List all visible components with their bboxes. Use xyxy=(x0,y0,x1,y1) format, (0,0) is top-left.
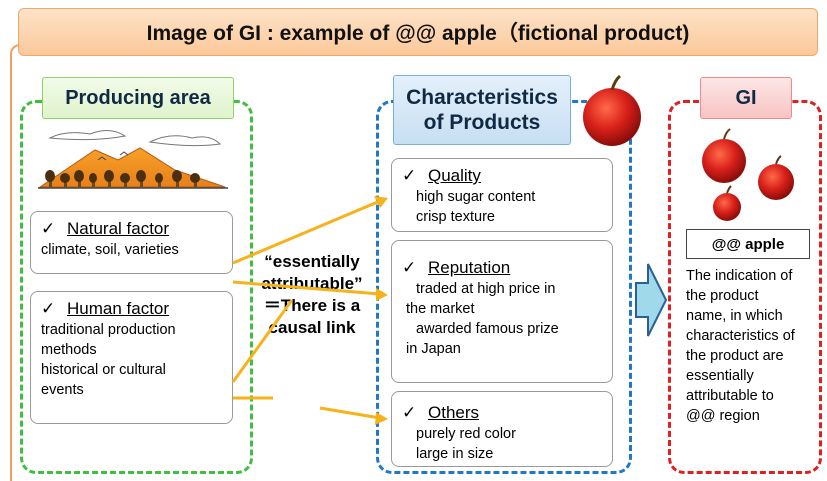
gi-header: GI xyxy=(700,77,792,119)
gi-description-line: attributable to xyxy=(686,388,774,404)
producing-area-header: Producing area xyxy=(42,77,234,119)
gi-product-name-text: @@ apple xyxy=(711,235,785,253)
gi-description: The indication of the product name, in w… xyxy=(686,266,816,426)
natural-factor-text: climate, soil, varieties xyxy=(41,242,179,258)
reputation-line: the market xyxy=(406,301,475,317)
human-factor-heading: Human factor xyxy=(67,299,170,318)
big-arrow-icon xyxy=(635,263,668,337)
landscape-icon xyxy=(38,130,228,189)
quality-line: crisp texture xyxy=(416,209,495,225)
checkmark-icon: ✓ xyxy=(41,219,56,238)
quality-line: high sugar content xyxy=(416,189,536,205)
outer-frame-line xyxy=(10,44,24,481)
others-heading: Others xyxy=(428,403,480,422)
human-factor-line: traditional production xyxy=(41,322,176,338)
gi-product-name: @@ apple xyxy=(686,229,810,259)
page-title: Image of GI : example of @@ apple（fictio… xyxy=(146,22,690,45)
characteristics-label-line1: Characteristics xyxy=(406,85,558,109)
checkmark-icon: ✓ xyxy=(402,166,417,185)
human-factor-line: historical or cultural xyxy=(41,362,166,378)
characteristics-header: Characteristics of Products xyxy=(393,75,571,145)
others-line: large in size xyxy=(416,446,494,462)
human-factor-box: ✓ Human factor traditional production me… xyxy=(30,291,233,424)
reputation-line: awarded famous prize xyxy=(416,321,559,337)
gi-description-line: The indication of xyxy=(686,268,793,284)
gi-description-line: characteristics of xyxy=(686,328,795,344)
checkmark-icon: ✓ xyxy=(41,299,56,318)
apple-icon xyxy=(583,74,641,146)
reputation-heading: Reputation xyxy=(428,258,511,277)
quality-heading: Quality xyxy=(428,166,481,185)
reputation-box: ✓ Reputation traded at high price in the… xyxy=(391,240,613,383)
gi-description-line: essentially xyxy=(686,368,754,384)
reputation-line: in Japan xyxy=(406,341,461,357)
gi-description-line: name, in which xyxy=(686,308,783,324)
natural-factor-heading: Natural factor xyxy=(67,219,170,238)
gi-description-line: @@ region xyxy=(686,408,760,424)
causal-line: attributable” xyxy=(261,274,363,293)
causal-line: “essentially xyxy=(264,252,360,271)
gi-label: GI xyxy=(735,87,757,109)
human-factor-line: events xyxy=(41,382,84,398)
gi-apples-icon xyxy=(702,128,794,221)
causal-line: causal link xyxy=(268,318,356,337)
gi-description-line: the product are xyxy=(686,348,784,364)
causal-arrows xyxy=(231,196,388,425)
natural-factor-box: ✓ Natural factor climate, soil, varietie… xyxy=(30,211,233,274)
characteristics-label-line2: of Products xyxy=(423,111,541,134)
gi-description-line: the product xyxy=(686,288,759,304)
others-box: ✓ Others purely red color large in size xyxy=(391,391,613,467)
checkmark-icon: ✓ xyxy=(402,258,417,277)
causal-line: ＝There is a xyxy=(263,296,361,315)
human-factor-line: methods xyxy=(41,342,97,358)
checkmark-icon: ✓ xyxy=(402,403,417,422)
quality-box: ✓ Quality high sugar content crisp textu… xyxy=(391,158,613,232)
others-line: purely red color xyxy=(416,426,516,442)
causal-link-text: “essentially attributable” ＝There is a c… xyxy=(247,251,377,339)
reputation-line: traded at high price in xyxy=(416,281,556,297)
title-banner: Image of GI : example of @@ apple（fictio… xyxy=(18,8,818,56)
producing-area-label: Producing area xyxy=(65,87,211,109)
